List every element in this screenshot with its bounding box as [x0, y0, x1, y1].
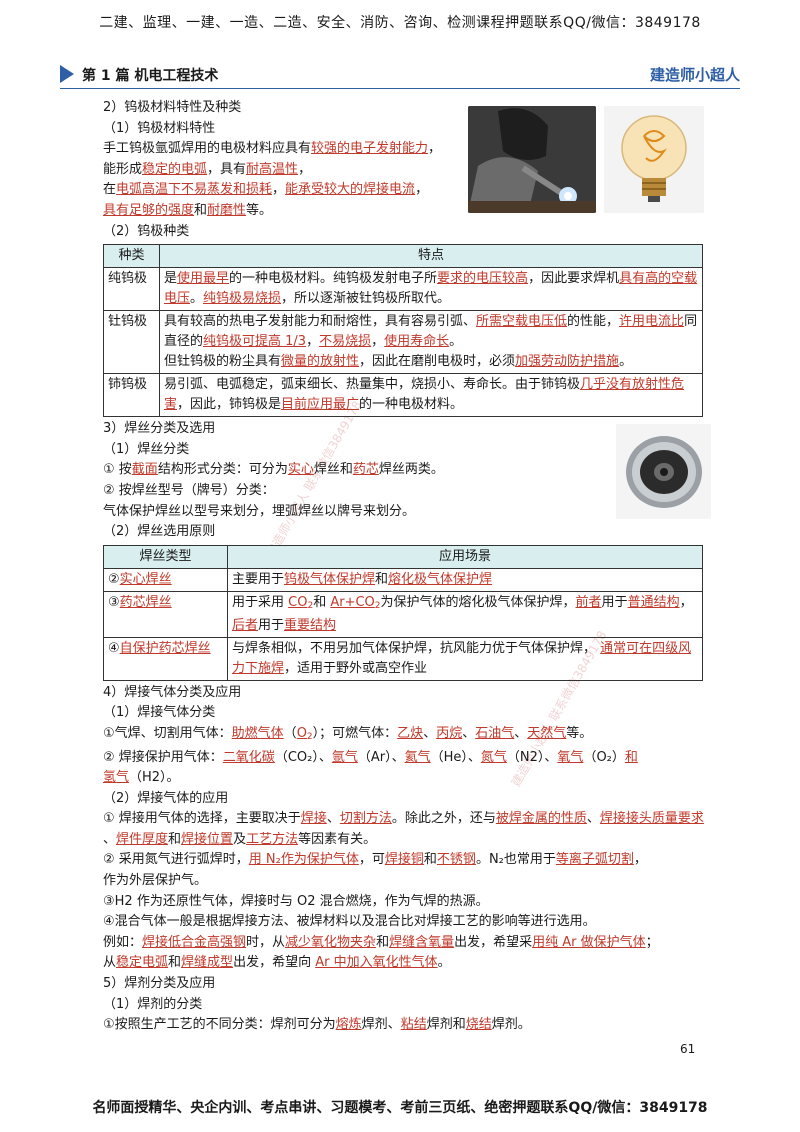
footer-banner: 名师面授精华、央企内训、考点串讲、习题模考、考前三页纸、绝密押题联系QQ/微信：…: [92, 1100, 708, 1116]
paragraph-line: 从稳定电弧和焊缝成型出发，希望向 Ar 中加入氧化性气体。: [103, 955, 451, 971]
top-banner: 二建、监理、一建、一造、二造、安全、消防、咨询、检测课程押题联系QQ/微信：38…: [99, 15, 701, 31]
subsection-heading: （2）焊丝选用原则: [103, 524, 216, 540]
chapter-header: 第 1 篇 机电工程技术 建造师小超人: [60, 56, 740, 89]
paragraph-line: ①按照生产工艺的不同分类：焊剂可分为熔炼焊剂、粘结焊剂和烧结焊剂。: [103, 1017, 531, 1033]
section-heading: 2）钨极材料特性及种类: [103, 100, 242, 115]
page-number: 61: [680, 1042, 696, 1056]
triangle-marker-icon: [60, 65, 74, 83]
table-cell: 与焊条相似，不用另加气体保护焊，抗风能力优于气体保护焊， 通常可在四级风力下施焊…: [227, 636, 703, 681]
table-row: 铈钨极 易引弧、电弧稳定，弧束细长、热量集中，烧损小、寿命长。由于铈钨极几乎没有…: [103, 373, 703, 418]
document-body: 2）钨极材料特性及种类 （1）钨极材料特性 手工钨极氩弧焊用的电极材料应具有较强…: [103, 98, 704, 1036]
paragraph-line: 能形成稳定的电弧，具有耐高温性，: [103, 161, 312, 177]
paragraph-line: 例如：焊接低合金高强钢时，从减少氧化物夹杂和焊缝含氧量出发，希望采用纯 Ar 做…: [103, 934, 659, 950]
paragraph-line: 氢气（H2）。: [103, 770, 180, 786]
table-header: 应用场景: [227, 544, 703, 569]
table-header: 特点: [159, 244, 703, 269]
table-header: 焊丝类型: [103, 544, 228, 569]
tungsten-types-table: 种类 特点 纯钨极 是使用最早的一种电极材料。纯钨极发射电子所要求的电压较高，因…: [103, 244, 703, 418]
paragraph-line: ② 按焊丝型号（牌号）分类：: [103, 482, 275, 498]
paragraph-line: 手工钨极氩弧焊用的电极材料应具有较强的电子发射能力，: [103, 141, 442, 157]
section-heading: 5）焊剂分类及应用: [103, 976, 216, 992]
wire-spool-image: [616, 424, 711, 519]
paragraph-line: 在电弧高温下不易蒸发和损耗，能承受较大的焊接电流，: [103, 182, 429, 198]
table-cell: 具有较高的热电子发射能力和耐熔性，具有容易引弧、所需空载电压低的性能，许用电流比…: [159, 310, 703, 375]
subsection-heading: （1）焊丝分类: [103, 441, 190, 457]
section-heading: 3）焊丝分类及选用: [103, 421, 216, 437]
table-row: 纯钨极 是使用最早的一种电极材料。纯钨极发射电子所要求的电压较高，因此要求焊机具…: [103, 267, 703, 312]
table-cell: 铈钨极: [103, 373, 160, 418]
table-cell: ③药芯焊丝: [103, 590, 228, 638]
table-cell: ②实心焊丝: [103, 567, 228, 592]
table-row: ②实心焊丝 主要用于钨极气体保护焊和熔化极气体保护焊: [103, 567, 703, 592]
section-heading: 4）焊接气体分类及应用: [103, 684, 242, 700]
table-cell: 易引弧、电弧稳定，弧束细长、热量集中，烧损小、寿命长。由于铈钨极几乎没有放射性危…: [159, 373, 703, 418]
subsection-heading: （1）焊剂的分类: [103, 996, 203, 1012]
paragraph-line: 、焊件厚度和焊接位置及工艺方法等因素有关。: [103, 831, 377, 847]
paragraph-line: 作为外层保护气。: [103, 873, 208, 889]
paragraph-line: ④混合气体一般是根据焊接方法、被焊材料以及混合比对焊接工艺的影响等进行选用。: [103, 914, 596, 930]
table-cell: 是使用最早的一种电极材料。纯钨极发射电子所要求的电压较高，因此要求焊机具有高的空…: [159, 267, 703, 312]
subsection-heading: （1）焊接气体分类: [103, 705, 216, 721]
chapter-title: 第 1 篇 机电工程技术: [82, 68, 219, 84]
paragraph-line: 具有足够的强度和耐磨性等。: [103, 202, 273, 218]
paragraph-line: ① 按截面结构形式分类：可分为实心焊丝和药芯焊丝两类。: [103, 462, 444, 478]
table-cell: 纯钨极: [103, 267, 160, 312]
table-row: ④自保护药芯焊丝 与焊条相似，不用另加气体保护焊，抗风能力优于气体保护焊， 通常…: [103, 636, 703, 681]
paragraph-line: 气体保护焊丝以型号来划分，埋弧焊丝以牌号来划分。: [103, 503, 416, 519]
table-cell: 钍钨极: [103, 310, 160, 375]
paragraph-line: ② 采用氮气进行弧焊时，用 N₂作为保护气体，可焊接铜和不锈钢。N₂也常用于等离…: [103, 852, 647, 868]
paragraph-line: ① 焊接用气体的选择，主要取决于焊接、切割方法。除此之外，还与被焊金属的性质、焊…: [103, 811, 704, 827]
tungsten-bulb-image: [604, 106, 704, 213]
paragraph-line: ①气焊、切割用气体：助燃气体（O2）；可燃气体：乙炔、丙烷、石油气、天然气等。: [103, 725, 593, 742]
subsection-heading: （2）钨极种类: [103, 223, 190, 239]
table-row: 钍钨极 具有较高的热电子发射能力和耐熔性，具有容易引弧、所需空载电压低的性能，许…: [103, 310, 703, 375]
wire-selection-table: 焊丝类型 应用场景 ②实心焊丝 主要用于钨极气体保护焊和熔化极气体保护焊 ③药芯…: [103, 544, 703, 681]
table-row: ③药芯焊丝 用于采用 CO2和 Ar+CO2为保护气体的熔化极气体保护焊，前者用…: [103, 590, 703, 638]
paragraph-line: ③H2 作为还原性气体，焊接时与 O2 混合燃烧，作为气焊的热源。: [103, 893, 489, 909]
subsection-heading: （1）钨极材料特性: [103, 120, 216, 136]
table-cell: ④自保护药芯焊丝: [103, 636, 228, 681]
table-header: 种类: [103, 244, 160, 269]
table-cell: 主要用于钨极气体保护焊和熔化极气体保护焊: [227, 567, 703, 592]
paragraph-line: ② 焊接保护用气体：二氧化碳（CO₂）、氩气（Ar）、氦气（He）、氮气（N2）…: [103, 749, 638, 765]
table-cell: 用于采用 CO2和 Ar+CO2为保护气体的熔化极气体保护焊，前者用于普通结构，…: [227, 590, 703, 638]
welder-image: [468, 106, 596, 213]
subsection-heading: （2）焊接气体的应用: [103, 790, 229, 806]
brand-name: 建造师小超人: [649, 66, 740, 84]
